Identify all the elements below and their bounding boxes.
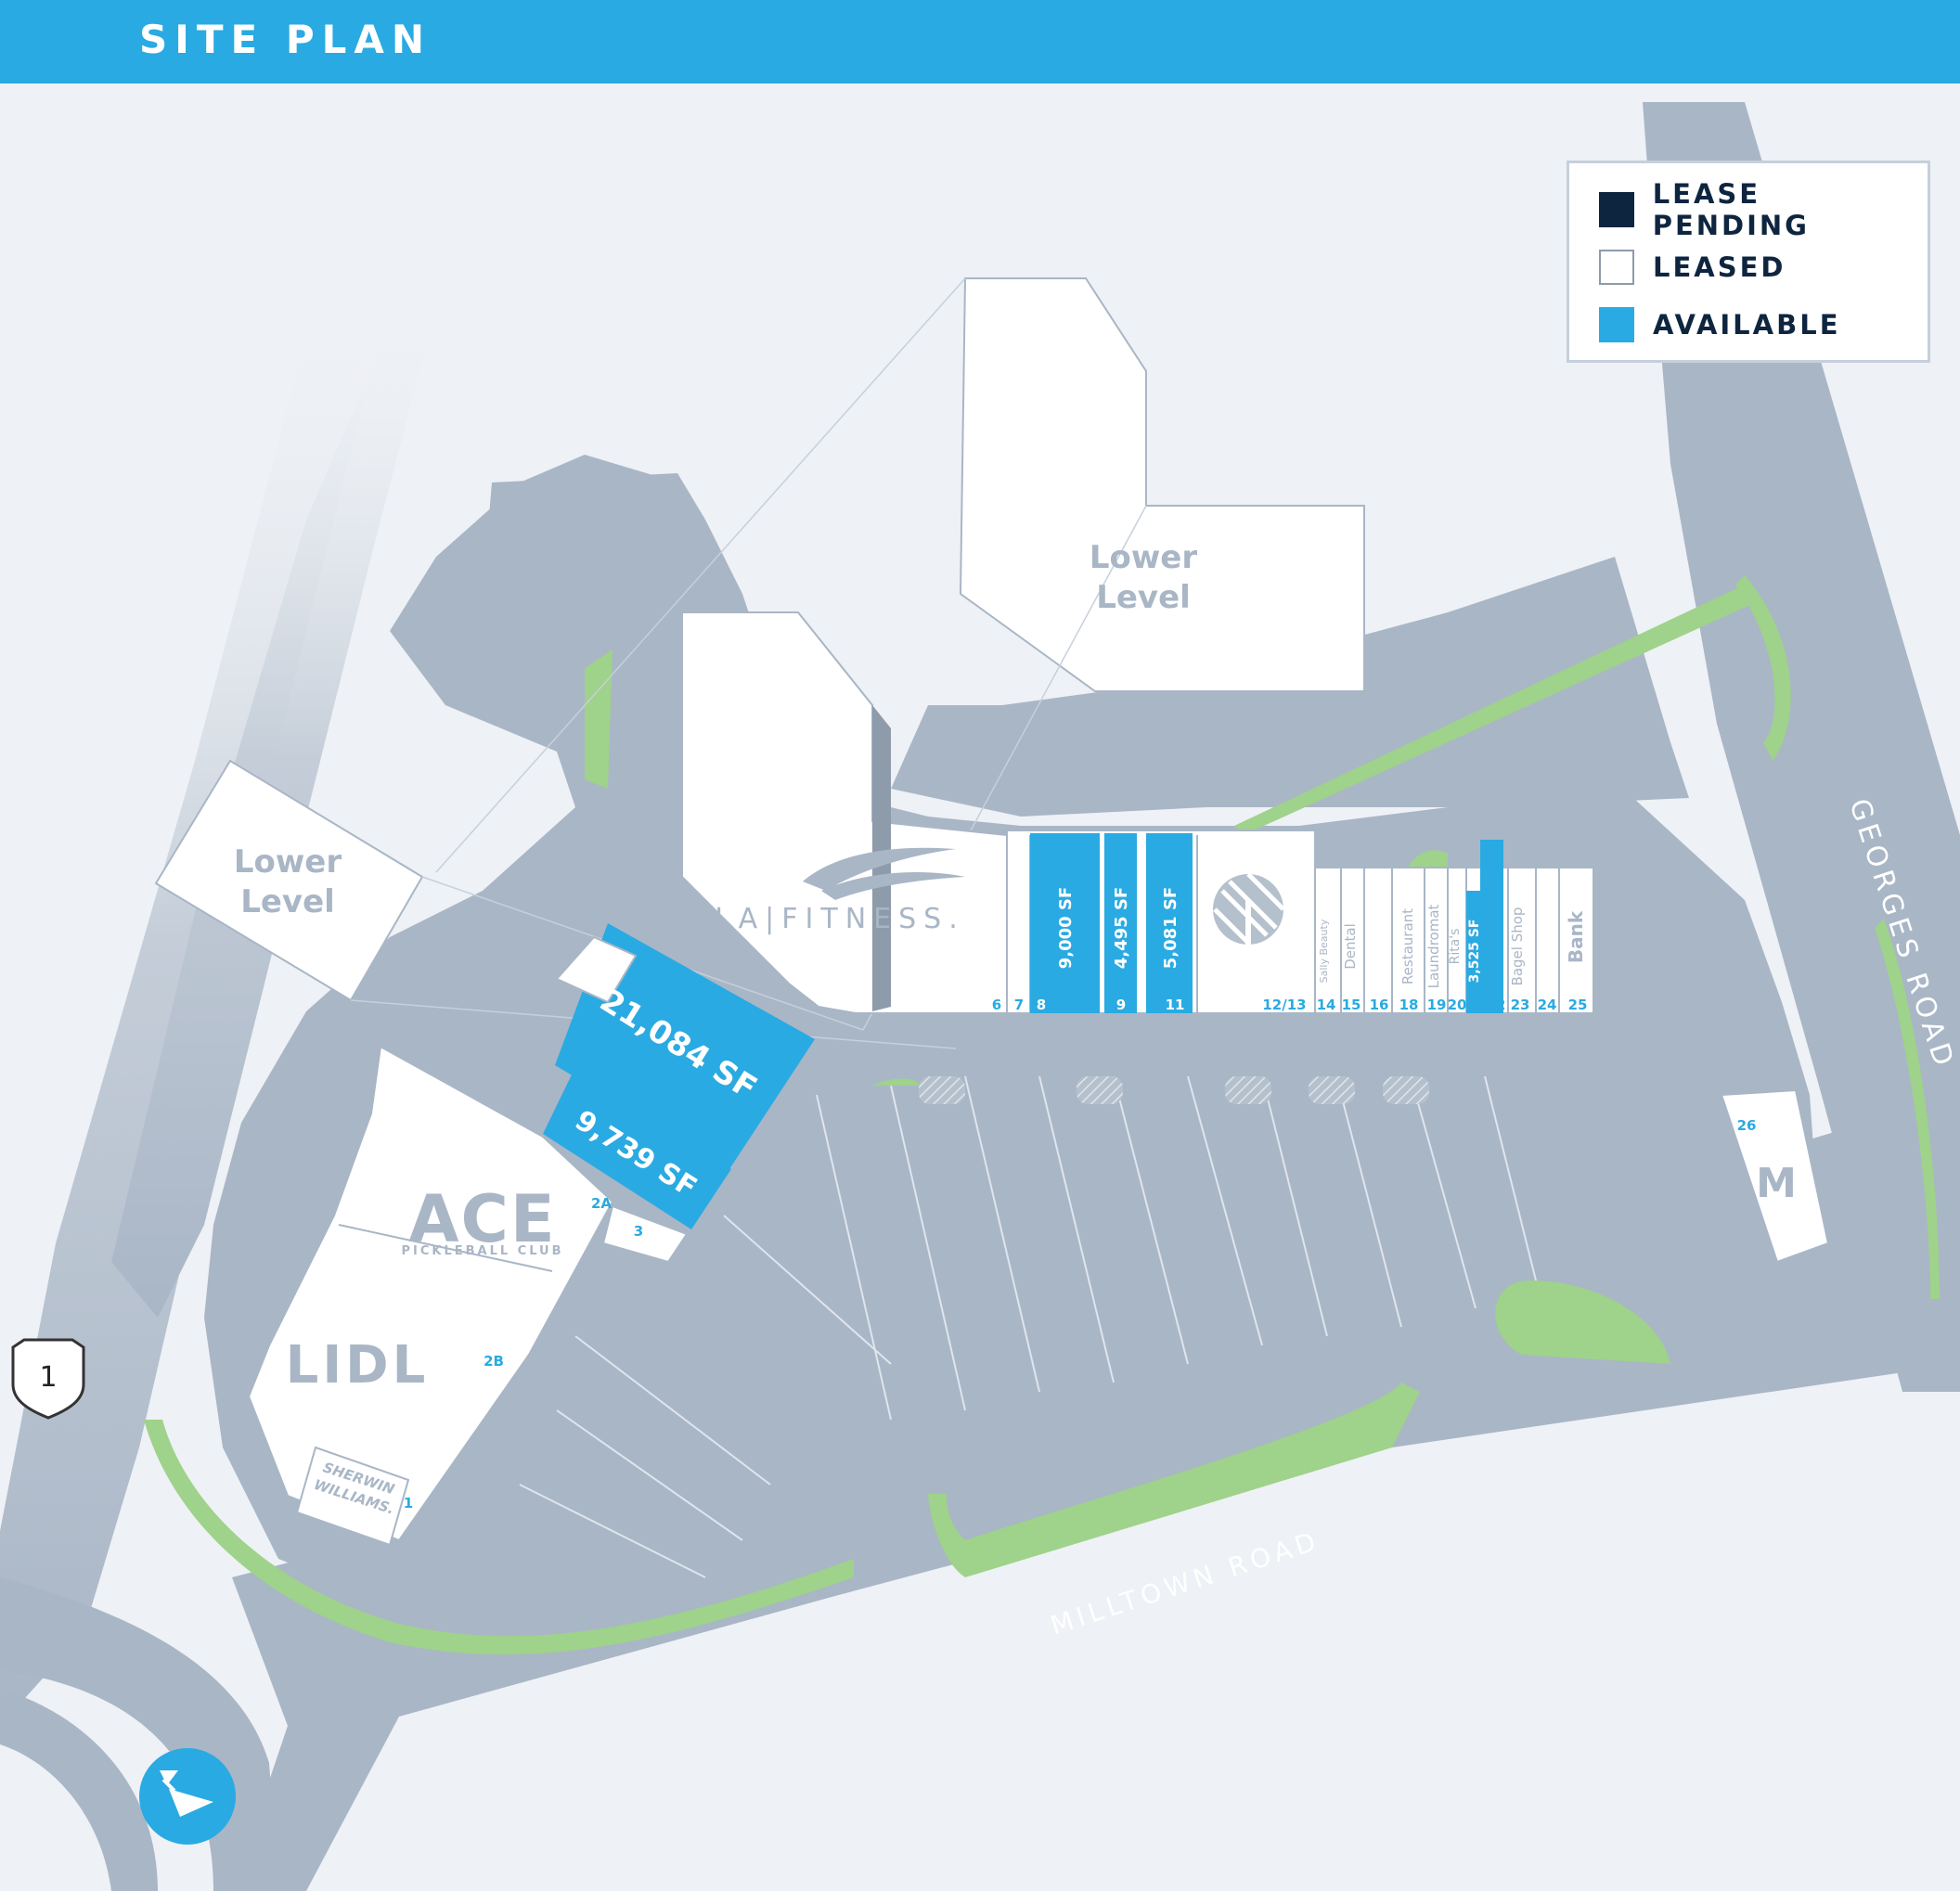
georges-road: [1643, 102, 1960, 1392]
unit-number-11: 11: [1166, 997, 1185, 1013]
lower-level-north-label-2: Level: [1096, 579, 1191, 616]
lower-level-west-label-2: Level: [240, 883, 335, 920]
unit-4-available[interactable]: [543, 1067, 731, 1229]
parking-islands: [919, 1076, 1429, 1104]
legend-item-available: AVAILABLE: [1599, 306, 1841, 343]
unit-number-2a: 2A: [591, 1195, 612, 1212]
legend-item-leased: LEASED: [1599, 249, 1786, 286]
tenant-ritas: Rita's: [1448, 929, 1463, 965]
unit-number-18: 18: [1399, 997, 1419, 1013]
unit-6-annex: [555, 935, 638, 1004]
lower-level-west-label-1: Lower: [234, 843, 342, 881]
legend-label: AVAILABLE: [1653, 309, 1841, 341]
parking-stalls: [519, 1075, 1541, 1578]
lease-pending-swatch: [1599, 192, 1634, 227]
available-swatch: [1599, 307, 1634, 342]
tenant-bagel-shop: Bagel Shop: [1509, 907, 1526, 986]
ace-lidl-building: [247, 1045, 614, 1542]
leased-swatch: [1599, 250, 1634, 285]
ace-subtitle: PICKLEBALL CLUB: [401, 1244, 563, 1258]
tenant-sally-beauty: Sally Beauty: [1318, 919, 1330, 983]
unit-number-6: 6: [992, 997, 1001, 1013]
unit-9-available[interactable]: [1104, 833, 1137, 1013]
lower-level-north-label-1: Lower: [1090, 539, 1197, 576]
page-title: SITE PLAN: [139, 17, 432, 62]
tenant-dental: Dental: [1342, 923, 1359, 970]
unit-numbers: 6 7 8 9 11 12/13 14 15 16 18 19 20 21 22…: [404, 997, 1757, 1512]
interchange-ramp-2: [0, 1689, 158, 1891]
legend-item-lease-pending: LEASE PENDING: [1599, 178, 1928, 241]
unit-number-26: 26: [1737, 1117, 1757, 1134]
legend-label: LEASE PENDING: [1652, 178, 1810, 241]
unit-number-9: 9: [1116, 997, 1126, 1013]
north-arrow-icon: [139, 1748, 236, 1845]
unit-number-4: 4: [708, 1164, 717, 1180]
unit-11-available[interactable]: [1146, 833, 1193, 1013]
unit-21-available[interactable]: [1466, 840, 1503, 1013]
tenant-restaurant: Restaurant: [1399, 908, 1416, 984]
unit-number-5: 5: [793, 1043, 803, 1060]
unit-number-19: 19: [1427, 997, 1447, 1013]
mcdonalds-building: [1720, 1088, 1830, 1264]
legend: LEASE PENDING LEASED AVAILABLE: [1567, 161, 1930, 363]
unit-number-7: 7: [1014, 997, 1024, 1013]
unit-21-sf-label: 3,525 SF: [1467, 920, 1482, 984]
unit-number-15: 15: [1342, 997, 1361, 1013]
milltown-road-label: MILLTOWN ROAD: [1047, 1524, 1324, 1640]
unit-number-22: 22: [1487, 997, 1506, 1013]
unit-8-available[interactable]: [1030, 833, 1100, 1013]
unit-number-12-13: 12/13: [1262, 997, 1306, 1013]
unit-number-23: 23: [1511, 997, 1530, 1013]
tenant-bank: Bank: [1565, 910, 1587, 963]
unit-number-25: 25: [1568, 997, 1588, 1013]
unit-9-sf-label: 4,495 SF: [1112, 887, 1131, 969]
unit-8-sf-label: 9,000 SF: [1056, 887, 1076, 969]
unit-number-16: 16: [1370, 997, 1389, 1013]
route-1-number: 1: [39, 1361, 57, 1394]
mcdonalds-logo-icon: M: [1756, 1160, 1797, 1207]
unit-number-21: 21: [1466, 997, 1486, 1013]
header-bar: SITE PLAN: [0, 0, 1960, 84]
unit-number-8: 8: [1037, 997, 1046, 1013]
unit-number-2b: 2B: [484, 1353, 504, 1370]
route-1-shield-icon: 1: [11, 1338, 85, 1420]
unit-number-24: 24: [1538, 997, 1557, 1013]
lower-level-north-building: [959, 277, 1365, 692]
tree-logo-icon: [1213, 872, 1285, 946]
la-fitness-label: LA|FITNESS.: [715, 903, 964, 935]
legend-label: LEASED: [1653, 251, 1786, 283]
la-fitness-logo-icon: [803, 847, 965, 900]
unit-number-1: 1: [404, 1495, 413, 1512]
ace-logo: ACE: [408, 1181, 556, 1257]
strip-building-east: [1314, 867, 1594, 1014]
lidl-logo: LIDL: [286, 1335, 430, 1396]
sherwin-williams-building: [295, 1446, 410, 1547]
unit-number-20: 20: [1448, 997, 1467, 1013]
unit-5-available[interactable]: [555, 923, 815, 1169]
unit-11-sf-label: 5,081 SF: [1161, 887, 1180, 969]
unit-number-14: 14: [1317, 997, 1336, 1013]
ace-lidl-divider: [338, 1224, 553, 1272]
unit-3-leased: [601, 1204, 689, 1264]
unit-number-3: 3: [634, 1223, 643, 1240]
tenant-laundromat: Laundromat: [1425, 904, 1442, 988]
